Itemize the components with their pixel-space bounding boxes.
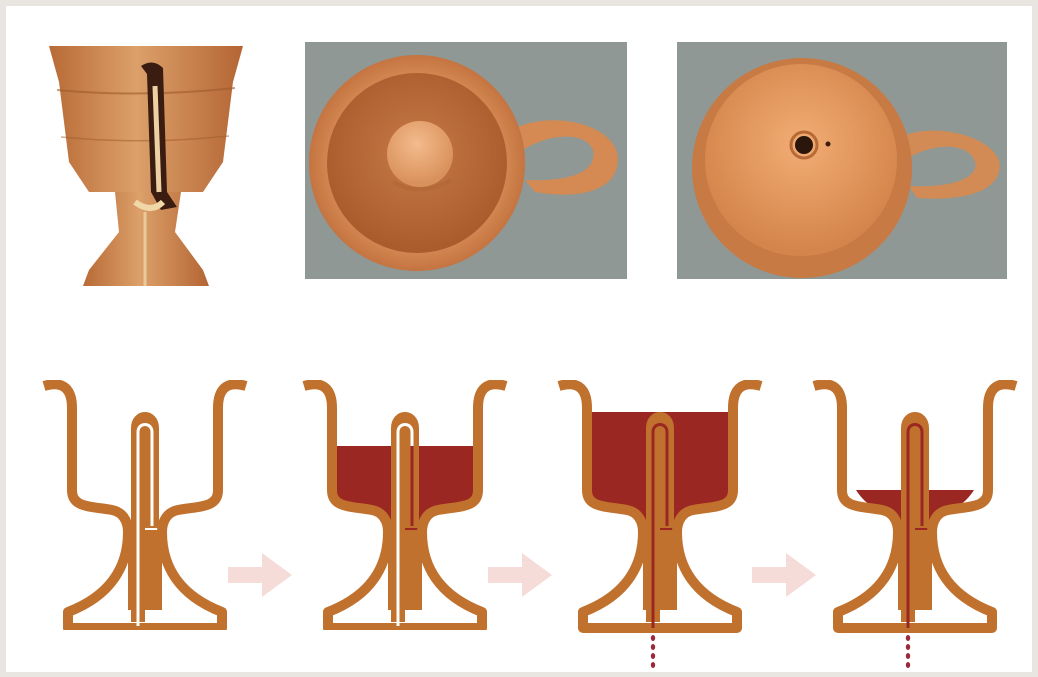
- cutaway-cup-photo: [43, 42, 248, 290]
- stage-overfilled: [555, 380, 765, 677]
- stage-partially-filled: [300, 380, 510, 635]
- drip-drops: [906, 635, 910, 668]
- arrow-2-icon: [488, 551, 554, 604]
- arrow-1-icon: [228, 551, 294, 604]
- stage-draining: [810, 380, 1020, 677]
- arrow-3-icon: [752, 551, 818, 604]
- drip-drops: [651, 635, 655, 668]
- cup-bottom-view-photo: [677, 42, 1007, 279]
- cup-top-view-photo: [305, 42, 627, 279]
- stage-empty: [40, 380, 250, 635]
